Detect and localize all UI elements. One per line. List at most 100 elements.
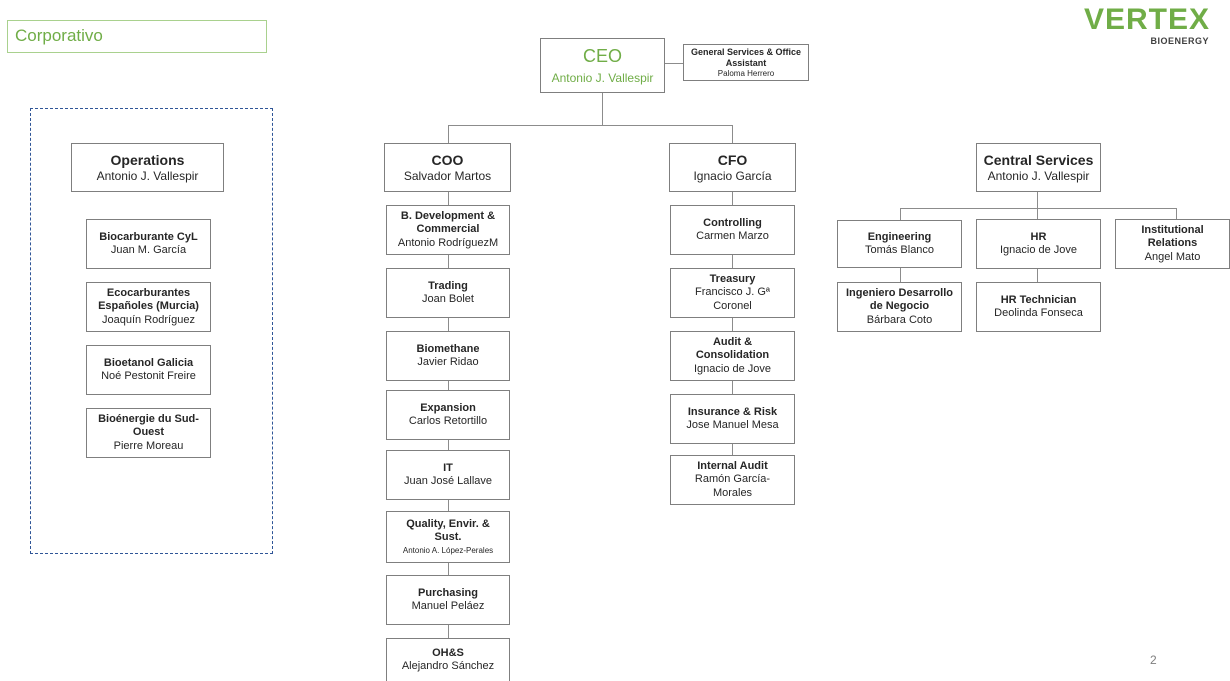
assistant-box: General Services & Office Assistant Palo…: [683, 44, 809, 81]
cfo-head-title: CFO: [717, 151, 748, 168]
hr-technician-box: HR Technician Deolinda Fonseca: [976, 282, 1101, 332]
page-number: 2: [1150, 653, 1157, 667]
unit-title: Bioénergie du Sud-Ouest: [98, 413, 199, 439]
connector: [448, 125, 733, 126]
ingeniero-box: Ingeniero Desarrollo de Negocio Bárbara …: [837, 282, 962, 332]
unit-title: Ingeniero Desarrollo de Negocio: [846, 287, 953, 313]
unit-name: Francisco J. Gª Coronel: [695, 286, 770, 312]
cfo-unit-box: Treasury Francisco J. Gª Coronel: [670, 268, 795, 318]
unit-name: Deolinda Fonseca: [994, 307, 1083, 319]
coo-unit-box: Quality, Envir. & Sust. Antonio A. López…: [386, 511, 510, 563]
connector: [900, 268, 901, 282]
coo-head-name: Salvador Martos: [403, 168, 492, 183]
unit-title: Insurance & Risk: [687, 405, 778, 418]
central-head-box: Central Services Antonio J. Vallespir: [976, 143, 1101, 192]
assistant-title: General Services & Office Assistant: [690, 46, 802, 68]
connector: [448, 125, 449, 143]
operations-head-name: Antonio J. Vallespir: [96, 168, 199, 183]
unit-title: IT: [443, 461, 453, 474]
unit-title: HR: [1030, 230, 1047, 243]
ceo-box: CEO Antonio J. Vallespir: [540, 38, 665, 93]
coo-head-box: COO Salvador Martos: [384, 143, 511, 192]
unit-title: Controlling: [703, 216, 762, 229]
coo-unit-box: IT Juan José Lallave: [386, 450, 510, 500]
unit-title: Audit & Consolidation: [695, 336, 770, 362]
coo-unit-box: OH&S Alejandro Sánchez: [386, 638, 510, 681]
institutional-relations-box: Institutional Relations Angel Mato: [1115, 219, 1230, 269]
unit-name: Antonio A. López-Perales: [402, 546, 494, 556]
operations-unit-box: Bioénergie du Sud-Ouest Pierre Moreau: [86, 408, 211, 458]
unit-title: Engineering: [867, 230, 932, 243]
cfo-unit-box: Insurance & Risk Jose Manuel Mesa: [670, 394, 795, 444]
central-head-name: Antonio J. Vallespir: [987, 168, 1090, 183]
unit-name: Joan Bolet: [422, 293, 474, 305]
unit-title: Purchasing: [418, 586, 478, 599]
connector: [665, 63, 683, 64]
operations-group-frame: [30, 108, 273, 554]
unit-name: Bárbara Coto: [866, 313, 933, 326]
vertex-logo: VERTEX BIOENERGY: [1080, 4, 1210, 64]
logo-wordmark: VERTEX: [1083, 3, 1210, 36]
connector: [900, 208, 1177, 209]
unit-name: Noé Pestonit Freire: [101, 370, 196, 382]
section-title: Corporativo: [7, 20, 267, 53]
ceo-title: CEO: [582, 45, 622, 66]
unit-title: Bioetanol Galicia: [103, 356, 194, 369]
unit-name: Tomás Blanco: [864, 244, 935, 256]
unit-title: Biomethane: [416, 342, 480, 355]
ceo-name: Antonio J. Vallespir: [551, 71, 654, 86]
unit-name: Pierre Moreau: [113, 439, 184, 452]
unit-name: Javier Ridao: [417, 356, 479, 368]
coo-unit-box: Biomethane Javier Ridao: [386, 331, 510, 381]
connector: [1176, 208, 1177, 219]
operations-unit-box: Bioetanol Galicia Noé Pestonit Freire: [86, 345, 211, 395]
unit-title: Treasury: [709, 273, 756, 286]
unit-title: Institutional Relations: [1141, 224, 1204, 250]
unit-name: Juan José Lallave: [403, 475, 493, 487]
unit-name: Alejandro Sánchez: [401, 660, 495, 672]
unit-name: Juan M. García: [110, 244, 187, 256]
unit-title: Ecocarburantes Españoles (Murcia): [98, 287, 199, 313]
unit-name: Ignacio de Jove: [693, 362, 772, 375]
operations-unit-box: Biocarburante CyL Juan M. García: [86, 219, 211, 269]
unit-name: Ignacio de Jove: [999, 244, 1078, 256]
unit-title: OH&S: [432, 646, 464, 659]
unit-title: B. Development & Commercial: [400, 210, 496, 236]
unit-title: Quality, Envir. & Sust.: [406, 518, 490, 544]
coo-unit-box: B. Development & Commercial Antonio Rodr…: [386, 205, 510, 255]
unit-title: Expansion: [420, 401, 476, 414]
cfo-unit-box: Internal Audit Ramón García-Morales: [670, 455, 795, 505]
connector: [1037, 192, 1038, 208]
assistant-name: Paloma Herrero: [717, 68, 775, 78]
connector: [900, 208, 901, 220]
coo-head-title: COO: [431, 151, 464, 168]
operations-head-box: Operations Antonio J. Vallespir: [71, 143, 224, 192]
central-head-title: Central Services: [983, 151, 1094, 168]
cfo-head-name: Ignacio García: [693, 168, 772, 183]
unit-name: Carlos Retortillo: [408, 415, 488, 427]
logo-subtitle: BIOENERGY: [1150, 36, 1209, 46]
unit-title: Biocarburante CyL: [99, 230, 198, 243]
unit-name: Antonio RodríguezM: [397, 236, 499, 249]
unit-name: Ramón García-Morales: [694, 473, 771, 499]
operations-head-title: Operations: [110, 151, 185, 168]
connector: [732, 125, 733, 143]
unit-title: Trading: [428, 279, 468, 292]
coo-unit-box: Trading Joan Bolet: [386, 268, 510, 318]
cfo-unit-box: Controlling Carmen Marzo: [670, 205, 795, 255]
unit-name: Jose Manuel Mesa: [686, 419, 779, 431]
unit-name: Angel Mato: [1144, 250, 1201, 263]
operations-unit-box: Ecocarburantes Españoles (Murcia) Joaquí…: [86, 282, 211, 332]
connector: [602, 93, 603, 126]
hr-box: HR Ignacio de Jove: [976, 219, 1101, 269]
unit-title: HR Technician: [1000, 293, 1077, 306]
unit-name: Joaquín Rodríguez: [102, 313, 195, 326]
unit-title: Internal Audit: [697, 460, 768, 473]
engineering-box: Engineering Tomás Blanco: [837, 220, 962, 268]
cfo-unit-box: Audit & Consolidation Ignacio de Jove: [670, 331, 795, 381]
cfo-head-box: CFO Ignacio García: [669, 143, 796, 192]
coo-unit-box: Expansion Carlos Retortillo: [386, 390, 510, 440]
unit-name: Carmen Marzo: [696, 230, 769, 242]
unit-name: Manuel Peláez: [411, 600, 485, 612]
coo-unit-box: Purchasing Manuel Peláez: [386, 575, 510, 625]
